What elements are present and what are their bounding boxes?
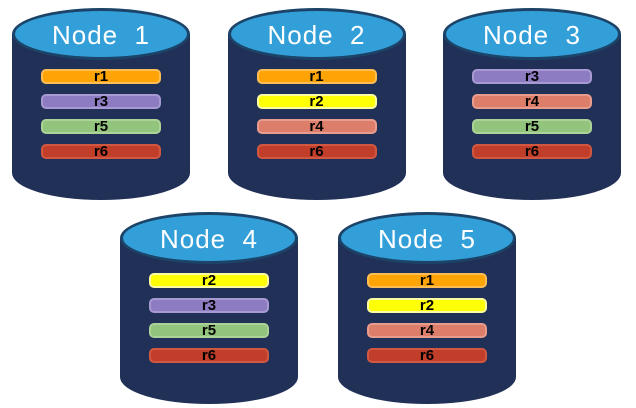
replica-label: r6	[419, 347, 435, 364]
cylinder-body	[12, 34, 190, 200]
replica-label: r6	[201, 347, 217, 364]
replica-bar-r5: r5	[149, 323, 269, 338]
replica-bar-r2: r2	[256, 93, 377, 110]
replica-label: r4	[309, 118, 324, 135]
replica-label: r3	[201, 297, 217, 314]
replica-label: r6	[309, 143, 324, 160]
cylinder-top: Node 2	[227, 8, 406, 60]
replica-label: r5	[93, 118, 109, 135]
cylinder-body	[227, 34, 406, 200]
replica-bar-r6: r6	[472, 144, 592, 159]
replica-label: r3	[524, 68, 540, 85]
replica-label: r5	[201, 322, 217, 339]
replica-bar-list: r1 r2 r4 r6	[256, 68, 377, 160]
cylinder-body	[443, 34, 621, 200]
node-label: Node 1	[51, 19, 151, 50]
replica-bar-r2: r2	[367, 298, 487, 313]
node-row-bottom: Node 4 r2 r3 r5 r6 Node 5 r1 r2 r4 r6	[0, 212, 636, 404]
replica-bar-r4: r4	[256, 118, 377, 135]
replica-bar-r3: r3	[472, 69, 592, 84]
replica-bar-list: r1 r3 r5 r6	[41, 69, 161, 159]
replica-bar-r3: r3	[149, 298, 269, 313]
node-label: Node 5	[377, 223, 477, 254]
replica-bar-list: r3 r4 r5 r6	[472, 69, 592, 159]
replica-bar-r4: r4	[472, 94, 592, 109]
replica-label: r3	[93, 93, 109, 110]
cylinder-body	[338, 238, 516, 404]
replica-label: r4	[524, 93, 540, 110]
replica-label: r5	[524, 118, 540, 135]
replica-label: r6	[524, 143, 540, 160]
replica-label: r1	[309, 68, 324, 85]
replica-label: r1	[419, 272, 435, 289]
replica-bar-r1: r1	[256, 68, 377, 85]
node-label: Node 3	[482, 19, 582, 50]
node-cylinder-4: Node 4 r2 r3 r5 r6	[120, 212, 298, 404]
node-label: Node 2	[267, 19, 366, 50]
replica-bar-r5: r5	[41, 119, 161, 134]
replica-bar-r1: r1	[367, 273, 487, 288]
cylinder-body	[120, 238, 298, 404]
cylinder-top: Node 5	[338, 212, 516, 264]
replica-bar-r6: r6	[149, 348, 269, 363]
replica-bar-r1: r1	[41, 69, 161, 84]
cylinder-top: Node 3	[443, 8, 621, 60]
node-cylinder-1: Node 1 r1 r3 r5 r6	[12, 8, 190, 200]
replica-bar-r6: r6	[256, 143, 377, 160]
cylinder-top: Node 4	[120, 212, 298, 264]
replica-label: r4	[419, 322, 435, 339]
replica-bar-list: r2 r3 r5 r6	[149, 273, 269, 363]
node-cylinder-3: Node 3 r3 r4 r5 r6	[443, 8, 621, 200]
replica-bar-r3: r3	[41, 94, 161, 109]
replica-label: r2	[201, 272, 217, 289]
node-label: Node 4	[159, 223, 259, 254]
replica-bar-r6: r6	[367, 348, 487, 363]
replica-label: r2	[309, 93, 324, 110]
cylinder-top: Node 1	[12, 8, 190, 60]
replica-label: r1	[93, 68, 109, 85]
replica-bar-list: r1 r2 r4 r6	[367, 273, 487, 363]
replica-label: r2	[419, 297, 435, 314]
replica-label: r6	[93, 143, 109, 160]
node-cylinder-2: Node 2 r1 r2 r4 r6	[227, 8, 406, 200]
replica-bar-r6: r6	[41, 144, 161, 159]
replica-bar-r4: r4	[367, 323, 487, 338]
node-cylinder-5: Node 5 r1 r2 r4 r6	[338, 212, 516, 404]
node-row-top: Node 1 r1 r3 r5 r6 Node 2 r1 r2 r4 r6 Node 3 r3 r4 r5…	[0, 0, 636, 200]
replica-bar-r2: r2	[149, 273, 269, 288]
replica-bar-r5: r5	[472, 119, 592, 134]
